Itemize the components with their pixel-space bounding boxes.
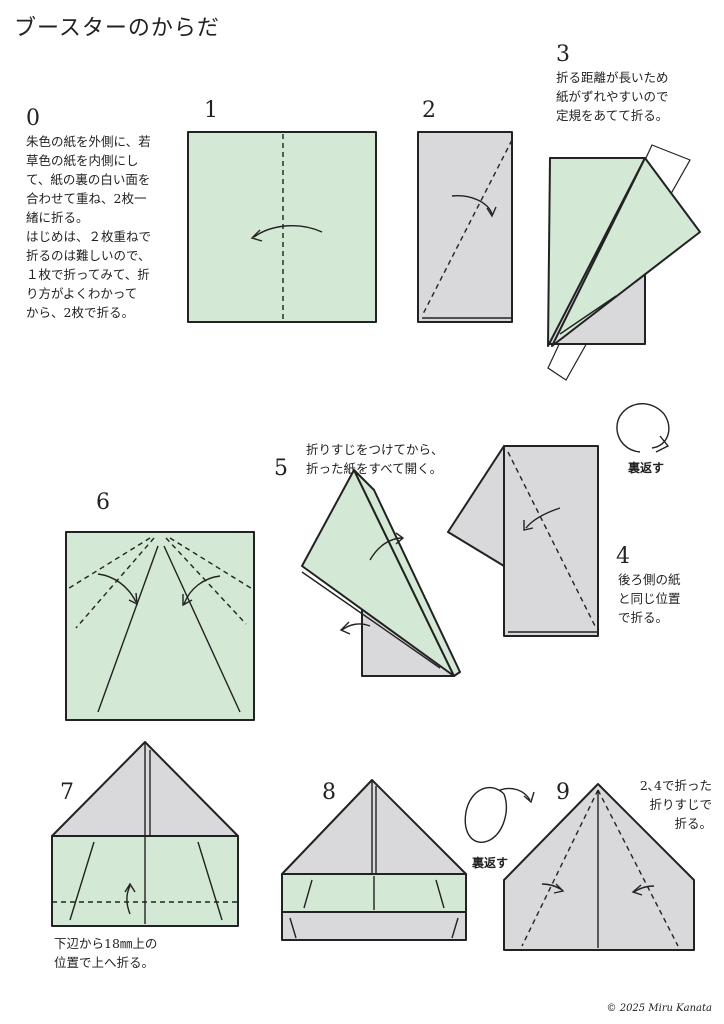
step-5-arrow-b bbox=[341, 623, 371, 631]
step-1-fold-arrow bbox=[253, 224, 323, 238]
step-3-diagram bbox=[547, 144, 701, 381]
step-4-arrow-head bbox=[523, 520, 534, 531]
step-6-arrow-left bbox=[97, 573, 137, 603]
step-5-arrow-b-head bbox=[339, 621, 351, 635]
step-6-dash-left-2 bbox=[65, 537, 151, 591]
step-5-arrow-a-head bbox=[395, 532, 405, 545]
step-6-dash-right bbox=[165, 537, 247, 625]
step-4-text: 後ろ側の紙 と同じ位置 で折る。 bbox=[618, 572, 681, 625]
step-2-fold-arrow bbox=[451, 195, 493, 215]
flip-1-loop bbox=[616, 403, 670, 453]
step-number-4: 4 bbox=[616, 544, 630, 569]
copyright: © 2025 Miru Kanata bbox=[606, 1003, 712, 1014]
step-number-6: 6 bbox=[96, 490, 110, 515]
step-8-diagram bbox=[281, 779, 467, 941]
step-7-diagram bbox=[51, 741, 239, 927]
step-6-arrow-left-head bbox=[128, 592, 138, 606]
step-9-fold-left bbox=[521, 789, 599, 947]
step-9-fold-right bbox=[597, 789, 679, 947]
step-5-edge-flap bbox=[353, 469, 461, 677]
flip-label-2: 裏返す bbox=[472, 856, 509, 870]
step-2-diagram bbox=[417, 131, 513, 323]
flip-2-head bbox=[523, 791, 535, 804]
step-6-crease-right bbox=[163, 545, 241, 713]
step-4-fold-line bbox=[507, 451, 597, 629]
flip-arrow-1 bbox=[616, 403, 670, 453]
step-7-arrow-head bbox=[124, 882, 136, 893]
step-8-top-triangle bbox=[281, 779, 467, 875]
step-4-paper bbox=[503, 445, 599, 637]
step-9-diagram bbox=[503, 783, 695, 951]
page-title: ブースターのからだ bbox=[14, 16, 220, 41]
flip-label-1: 裏返す bbox=[628, 461, 665, 475]
step-7-crease-left bbox=[69, 841, 95, 921]
flip-2-tail bbox=[499, 787, 531, 801]
step-2-fold-line bbox=[421, 139, 513, 317]
step-5-arrow-a bbox=[369, 537, 403, 561]
step-5-diagram bbox=[301, 469, 461, 677]
step-8-mark-left bbox=[303, 879, 313, 909]
step-6-dash-right-2 bbox=[169, 537, 255, 591]
step-9-arrow-right bbox=[633, 885, 655, 893]
step-number-3: 3 bbox=[556, 42, 570, 67]
step-1-arrow-head bbox=[250, 229, 263, 242]
step-number-0: 0 bbox=[26, 106, 40, 131]
step-6-arrow-right-head bbox=[182, 594, 193, 607]
step-6-diagram bbox=[65, 531, 255, 721]
step-0-text: 朱色の紙を外側に、若 草色の紙を内側にし て、紙の裏の白い面を 合わせて重ね、2… bbox=[26, 134, 152, 320]
flip-2-loop bbox=[464, 786, 508, 843]
step-3-text: 折る距離が長いため 紙がずれやすいので 定規をあてて折る。 bbox=[556, 70, 669, 123]
step-4-diagram bbox=[447, 445, 599, 637]
step-9-arrow-left-head bbox=[553, 883, 565, 894]
step-9-text: 2､4で折った 折りすじで 折る。 bbox=[639, 778, 712, 831]
step-2-paper bbox=[417, 131, 513, 323]
flip-1-head bbox=[655, 435, 670, 453]
step-5-crease bbox=[301, 571, 441, 669]
step-6-paper bbox=[65, 531, 255, 721]
step-9-paper bbox=[503, 783, 695, 951]
step-number-2: 2 bbox=[422, 98, 436, 123]
step-number-9: 9 bbox=[556, 780, 570, 805]
step-4-flap bbox=[447, 445, 505, 567]
step-8-crease-left bbox=[289, 917, 297, 939]
step-7-crease-right bbox=[197, 841, 223, 921]
flip-arrow-2 bbox=[464, 786, 535, 843]
step-number-8: 8 bbox=[322, 780, 336, 805]
step-4-fold-arrow bbox=[525, 507, 561, 529]
step-number-1: 1 bbox=[204, 98, 218, 123]
step-6-dash-left bbox=[75, 537, 155, 629]
step-2-arrow-head bbox=[486, 206, 497, 218]
step-7-arrow bbox=[126, 885, 131, 915]
step-number-7: 7 bbox=[60, 780, 74, 805]
step-6-crease-left bbox=[97, 545, 159, 713]
step-1-diagram bbox=[187, 131, 377, 323]
step-3-folded-flap bbox=[551, 157, 701, 347]
step-6-arrow-right bbox=[183, 575, 221, 605]
step-number-5: 5 bbox=[274, 456, 288, 481]
step-8-crease-right bbox=[451, 917, 459, 939]
step-5-text: 折りすじをつけてから、 折った紙をすべて開く。 bbox=[306, 442, 444, 476]
step-3-crease bbox=[559, 295, 617, 335]
step-8-mark-right bbox=[435, 879, 445, 909]
step-9-arrow-right-head bbox=[631, 884, 643, 896]
step-7-text: 下辺から18㎜上の 位置で上へ折る。 bbox=[54, 936, 158, 970]
step-8-bottom-band bbox=[281, 911, 467, 941]
